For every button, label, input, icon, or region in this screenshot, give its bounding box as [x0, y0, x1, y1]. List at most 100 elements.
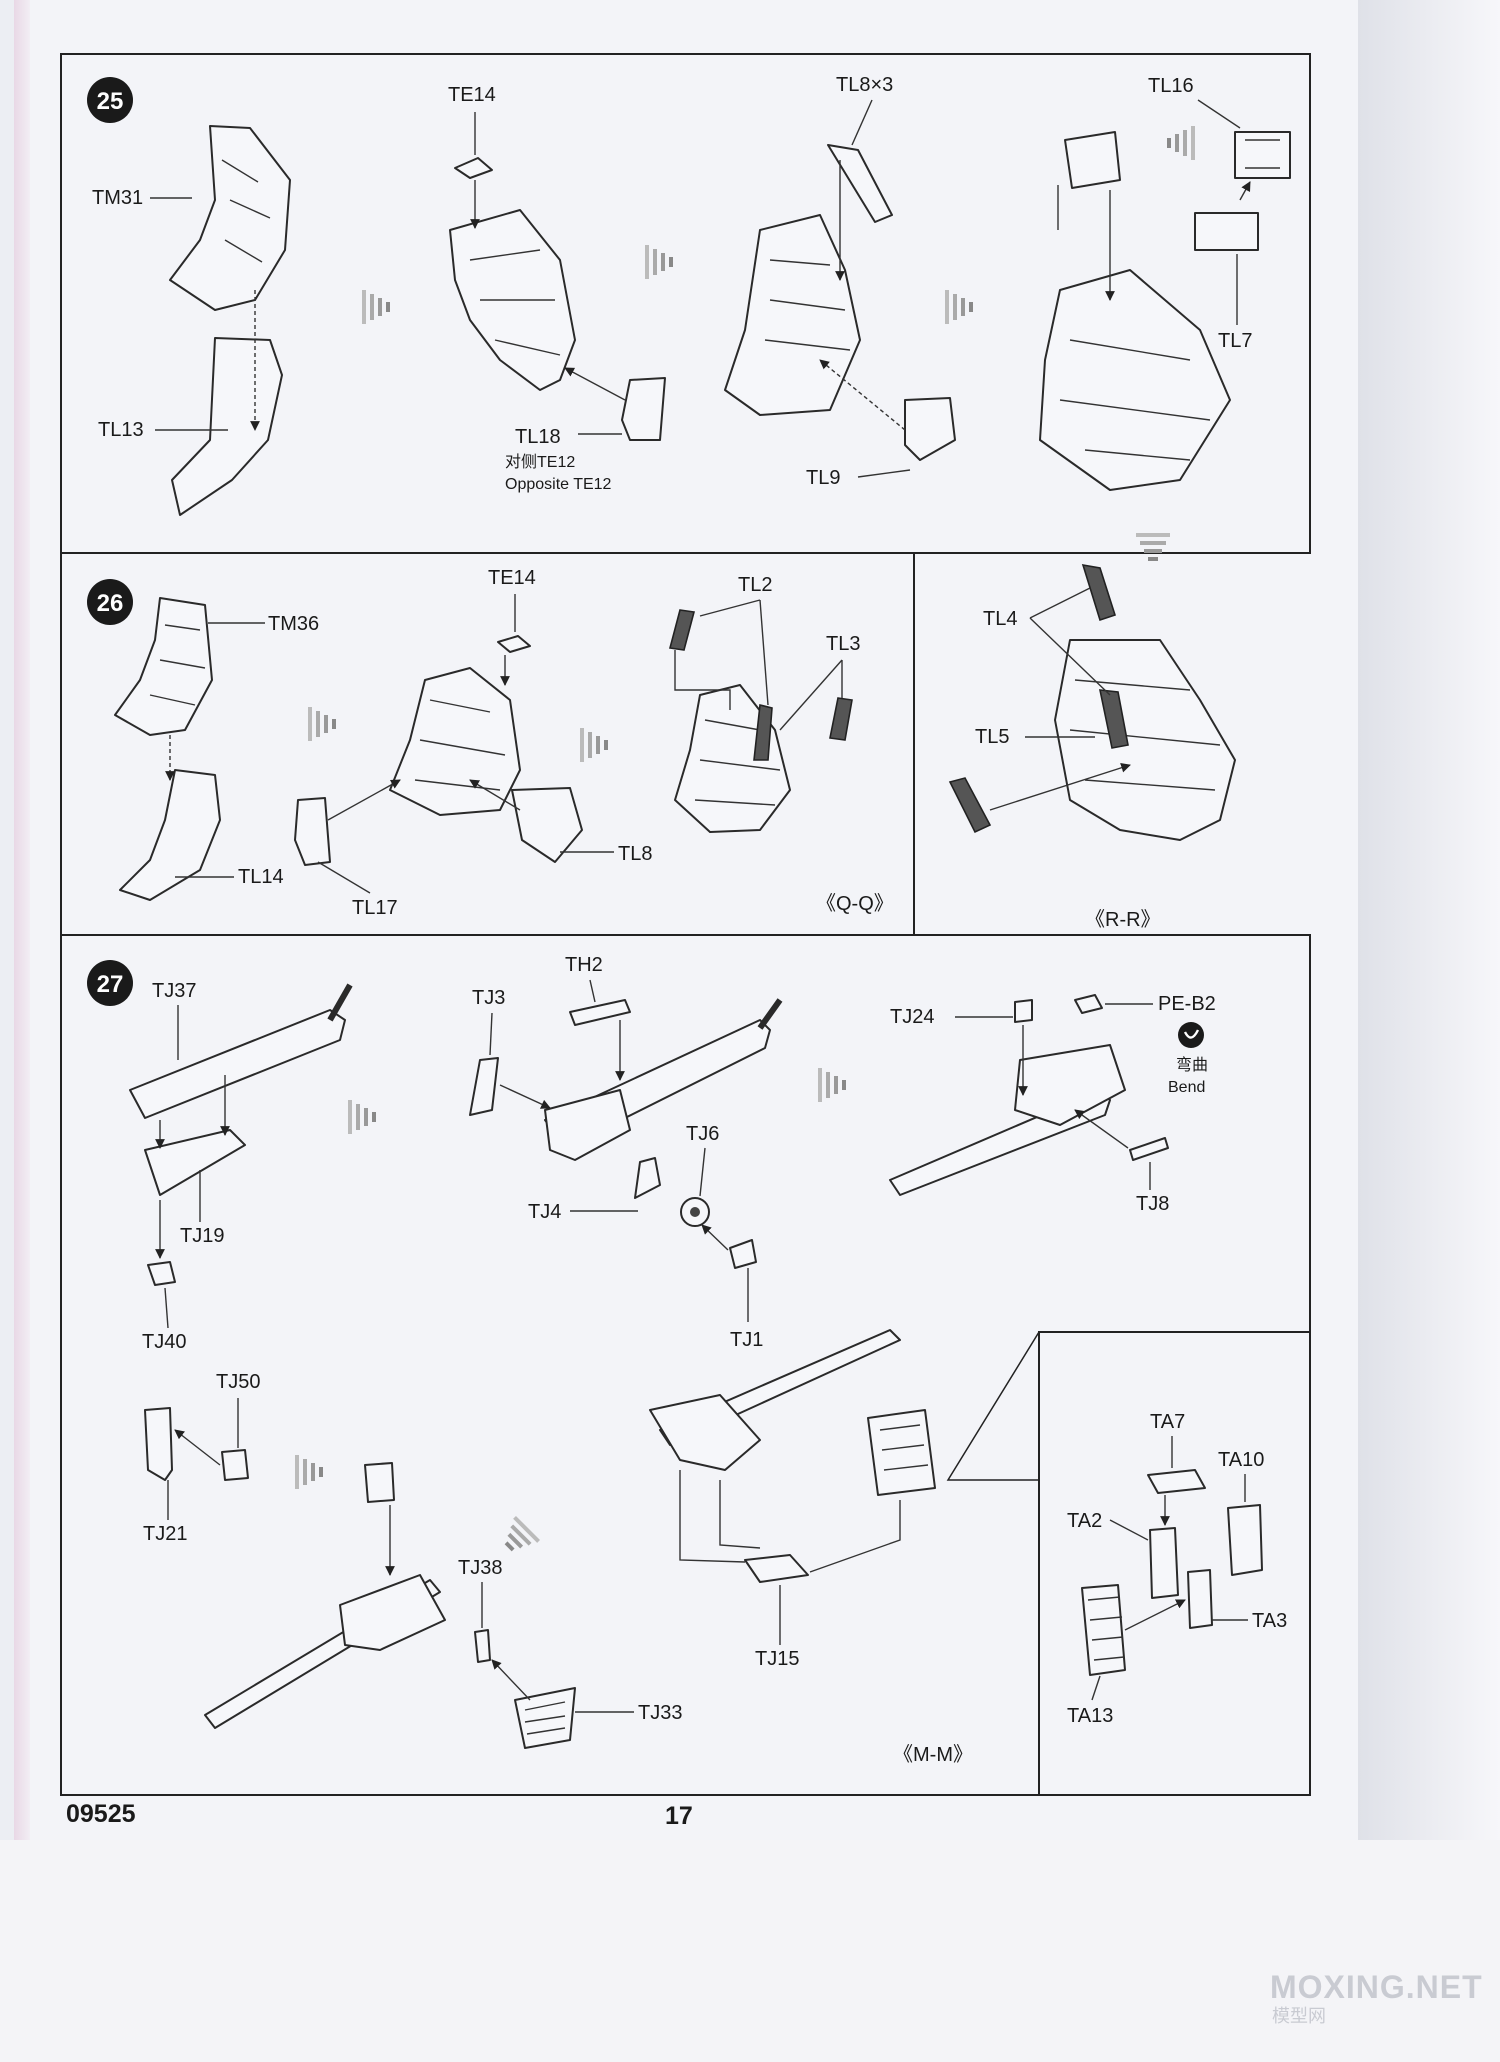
ammo-box: [867, 1409, 936, 1496]
part-tl5: [948, 777, 992, 834]
label-tm36: TM36: [268, 613, 319, 635]
part-tj19: [144, 1129, 246, 1196]
note-opposite-en: Opposite TE12: [505, 476, 612, 493]
part-tj24: [1014, 999, 1033, 1023]
scan-margin: [0, 1840, 1500, 2062]
label-tj1: TJ1: [730, 1329, 763, 1351]
label-tl4: TL4: [983, 608, 1017, 630]
part-tl13: [171, 337, 283, 516]
part-tl16: [1234, 131, 1291, 179]
label-tl9: TL9: [806, 467, 840, 489]
label-tl17: TL17: [352, 897, 398, 919]
step-27-frame: [60, 934, 1311, 1796]
label-te14: TE14: [448, 84, 496, 106]
tl16-position: [1064, 131, 1121, 189]
label-tl8-b: TL8: [618, 843, 652, 865]
mg-receiver-center: [544, 1089, 631, 1161]
label-tj8: TJ8: [1136, 1193, 1169, 1215]
view-m-m: 《M-M》: [893, 1744, 973, 1766]
flow-arrow: [348, 1100, 376, 1134]
part-tl3: [829, 697, 853, 741]
watermark-moxing: MOXING.NET: [1270, 1969, 1483, 2005]
part-ta7: [1147, 1469, 1206, 1494]
part-th2: [569, 999, 631, 1026]
part-ta2: [1149, 1527, 1179, 1599]
flow-arrow: [362, 290, 390, 324]
flow-arrow: [945, 290, 973, 324]
part-ta13: [1081, 1584, 1126, 1676]
part-tl8: [827, 144, 893, 223]
label-tl7: TL7: [1218, 330, 1252, 352]
step-26-number: 26: [97, 590, 124, 617]
fender-assembly-5: [674, 684, 791, 833]
part-tl2: [668, 609, 696, 651]
note-opposite-cn: 对侧TE12: [505, 453, 575, 471]
label-tl13: TL13: [98, 419, 144, 441]
part-tl4: [1081, 563, 1117, 622]
part-tj15: [744, 1554, 809, 1583]
bend-icon: [1178, 1022, 1204, 1048]
label-tj4: TJ4: [528, 1201, 561, 1223]
flow-arrow: [308, 707, 336, 741]
part-tj21: [144, 1407, 173, 1481]
step-25: 25 TM31 TL13 TE14 TL18 对侧TE12 Opposite T…: [87, 74, 1291, 516]
label-tl5: TL5: [975, 726, 1009, 748]
flow-arrow-down: [1136, 533, 1170, 561]
label-tj40: TJ40: [142, 1331, 186, 1353]
part-ta10: [1227, 1504, 1263, 1576]
label-te14-b: TE14: [488, 567, 536, 589]
part-tj50: [221, 1449, 249, 1481]
label-tl14: TL14: [238, 866, 284, 888]
label-tj37: TJ37: [152, 980, 196, 1002]
flow-arrow: [580, 728, 608, 762]
part-tj37: [129, 1009, 346, 1119]
label-tl16: TL16: [1148, 75, 1194, 97]
fender-assembly-3: [1039, 269, 1231, 491]
label-pe-b2: PE-B2: [1158, 993, 1216, 1015]
kit-number: 09525: [66, 1800, 136, 1828]
watermark-moxing-cn: 模型网: [1272, 2006, 1326, 2026]
part-tj38: [474, 1629, 491, 1663]
part-pe-b2: [1074, 994, 1103, 1014]
part-tl18: [621, 377, 666, 441]
mg-receiver-lower: [339, 1574, 446, 1651]
part-tl4-installed: [1098, 689, 1129, 749]
fender-assembly-6: [1054, 639, 1236, 841]
page-edge-shadow: [1358, 0, 1500, 2062]
part-te14: [454, 157, 493, 179]
fender-assembly-4: [389, 667, 521, 816]
page-number: 17: [665, 1802, 693, 1830]
label-ta10: TA10: [1218, 1449, 1264, 1471]
flow-arrow: [818, 1068, 846, 1102]
binding-edge: [14, 0, 30, 1840]
part-tm36: [114, 597, 213, 736]
label-tm31: TM31: [92, 187, 143, 209]
part-tj4: [634, 1157, 661, 1199]
step-26-number-badge: 26: [87, 579, 133, 625]
step-27: 27 TJ37 TJ19 TJ40 TJ3 TH2 TJ4 TJ6: [87, 954, 1287, 1766]
step-25-number-badge: 25: [87, 77, 133, 123]
bend-label-en: Bend: [1168, 1079, 1205, 1096]
view-r-r: 《R-R》: [1085, 909, 1161, 931]
part-tl9: [904, 397, 956, 461]
flow-arrow: [645, 245, 673, 279]
bend-label-cn: 弯曲: [1176, 1056, 1208, 1074]
label-tj50: TJ50: [216, 1371, 260, 1393]
flow-arrow-diag: [496, 1515, 540, 1560]
flow-arrow-left: [1167, 126, 1195, 160]
label-tj15: TJ15: [755, 1648, 799, 1670]
label-tj3: TJ3: [472, 987, 505, 1009]
part-tj3: [469, 1057, 499, 1116]
part-tl8-b: [511, 787, 583, 863]
label-tl18: TL18: [515, 426, 561, 448]
tj50-position: [364, 1462, 395, 1503]
step-27-number: 27: [97, 971, 124, 998]
part-tj8: [1129, 1137, 1169, 1161]
part-te14-b: [497, 635, 531, 653]
label-ta3: TA3: [1252, 1610, 1287, 1632]
flow-arrow: [295, 1455, 323, 1489]
label-tj33: TJ33: [638, 1702, 682, 1724]
mg-receiver-mm: [649, 1394, 761, 1471]
part-tj40: [147, 1261, 176, 1286]
